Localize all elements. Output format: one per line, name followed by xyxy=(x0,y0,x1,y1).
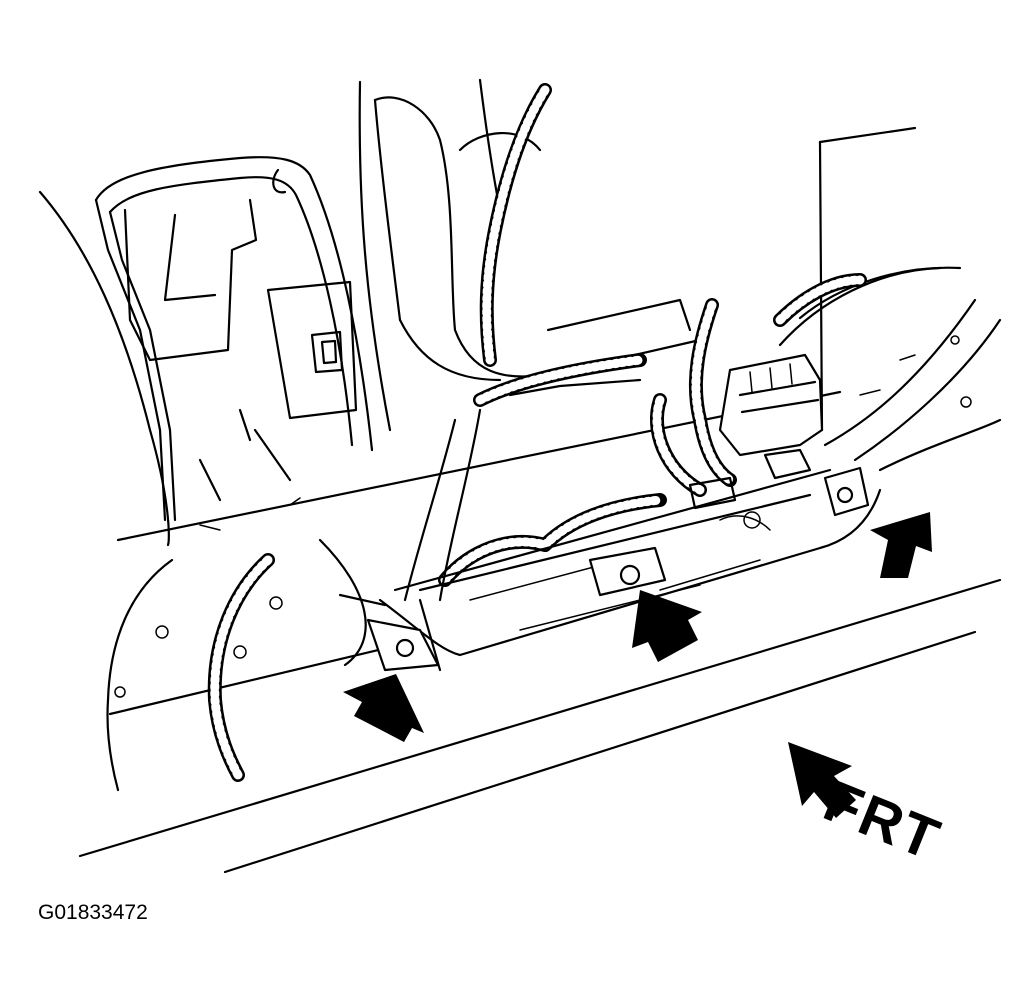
floor-panel-lines xyxy=(78,390,1002,874)
door-frame xyxy=(94,156,374,531)
harness-looms xyxy=(207,83,867,782)
retainer-clips xyxy=(338,466,870,672)
sill-channel xyxy=(114,408,882,698)
figure-id: G01833472 xyxy=(38,901,148,924)
pointer-arrows xyxy=(343,512,932,818)
center-pillar xyxy=(358,78,702,432)
arrow-clip-right xyxy=(870,512,932,578)
body-outline-left xyxy=(38,190,367,792)
arrow-front-direction xyxy=(788,742,856,818)
arrow-clip-left xyxy=(343,674,424,742)
connector-block xyxy=(688,353,824,510)
right-panel xyxy=(778,126,1002,472)
arrow-clip-center xyxy=(632,590,702,662)
